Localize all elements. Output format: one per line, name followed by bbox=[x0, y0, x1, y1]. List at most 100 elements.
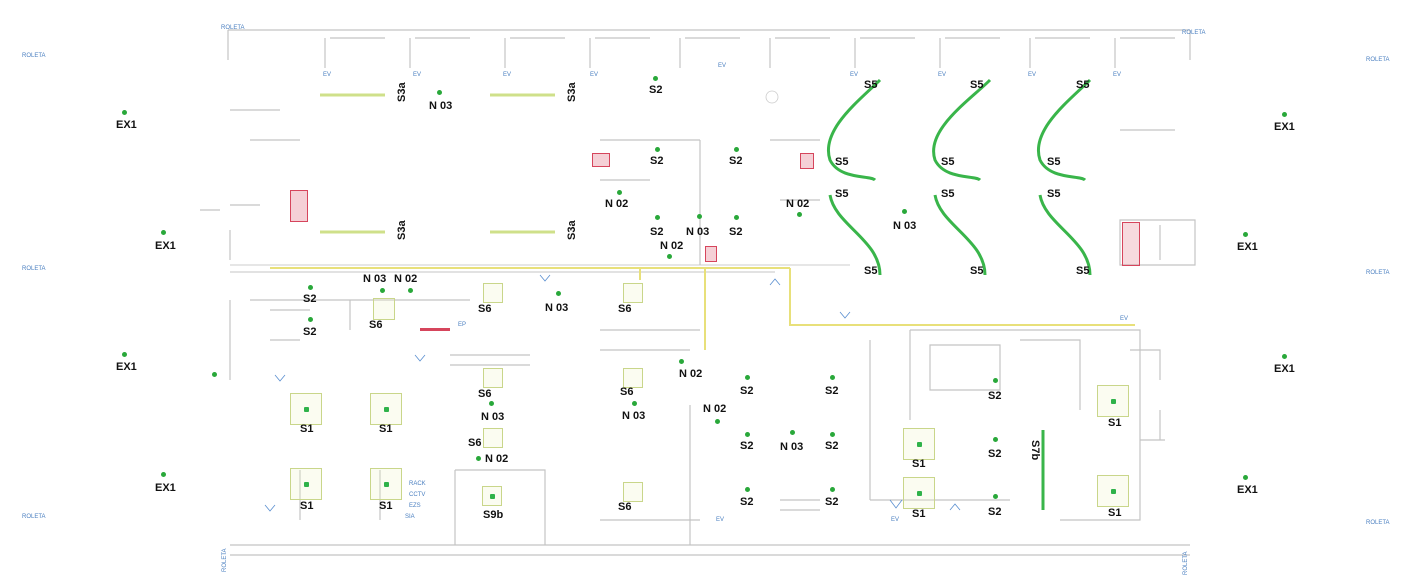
ev-label: EV bbox=[323, 72, 332, 78]
n-dot bbox=[489, 401, 494, 406]
s5-label: S5 bbox=[864, 79, 878, 91]
roleta-label: ROLETA bbox=[22, 266, 46, 272]
socket-marker bbox=[705, 246, 717, 262]
s2-label: S2 bbox=[740, 440, 754, 452]
ex1-dot bbox=[161, 472, 166, 477]
cctv-label: CCTV bbox=[409, 492, 426, 498]
n-dot bbox=[715, 419, 720, 424]
s5-label: S5 bbox=[970, 265, 984, 277]
ex1-label: EX1 bbox=[1274, 121, 1295, 133]
ex1-label: EX1 bbox=[155, 482, 176, 494]
ex1-dot bbox=[122, 352, 127, 357]
s2-dot bbox=[745, 375, 750, 380]
n-dot bbox=[667, 254, 672, 259]
n-dot bbox=[797, 212, 802, 217]
s1-label: S1 bbox=[379, 500, 393, 512]
n02-label: N 02 bbox=[703, 403, 727, 415]
ex1-label: EX1 bbox=[116, 361, 137, 373]
s6-box bbox=[623, 283, 643, 303]
n03-label: N 03 bbox=[686, 226, 710, 238]
s3a-label: S3a bbox=[396, 220, 408, 240]
s1-label: S1 bbox=[379, 423, 393, 435]
ev-label: EV bbox=[891, 517, 900, 523]
s5-curves bbox=[826, 78, 1092, 276]
s6-label: S6 bbox=[468, 437, 482, 449]
n03-label: N 03 bbox=[545, 302, 569, 314]
ev-label: EV bbox=[1120, 316, 1129, 322]
s6-box bbox=[373, 298, 395, 320]
s2-dot bbox=[745, 487, 750, 492]
s2-label: S2 bbox=[650, 226, 664, 238]
s2-label: S2 bbox=[649, 84, 663, 96]
ev-label: EV bbox=[938, 72, 947, 78]
s2-dot bbox=[653, 76, 658, 81]
roleta-label: ROLETA bbox=[22, 514, 46, 520]
ex1-label: EX1 bbox=[155, 240, 176, 252]
s6-box bbox=[623, 368, 643, 388]
s2-dot bbox=[993, 378, 998, 383]
n-dot bbox=[790, 430, 795, 435]
s3a-label: S3a bbox=[566, 82, 578, 102]
ex1-label: EX1 bbox=[1237, 241, 1258, 253]
ev-label: EV bbox=[590, 72, 599, 78]
s5-label: S5 bbox=[1076, 265, 1090, 277]
ev-label: EV bbox=[1113, 72, 1122, 78]
fixtures bbox=[264, 90, 961, 512]
s2-dot bbox=[830, 375, 835, 380]
s1-box bbox=[1097, 385, 1129, 417]
s5-label: S5 bbox=[970, 79, 984, 91]
s1-box bbox=[290, 393, 322, 425]
roleta-label: ROLETA bbox=[22, 53, 46, 59]
n03-label: N 03 bbox=[780, 441, 804, 453]
s1-box bbox=[903, 428, 935, 460]
cable-trunks bbox=[270, 93, 1135, 350]
s9b-label: S9b bbox=[483, 509, 504, 521]
n-dot bbox=[380, 288, 385, 293]
s6-label: S6 bbox=[620, 386, 634, 398]
n02-label: N 02 bbox=[605, 198, 629, 210]
n-dot bbox=[476, 456, 481, 461]
n03-label: N 03 bbox=[481, 411, 505, 423]
n03-label: N 03 bbox=[429, 100, 453, 112]
s2-dot bbox=[655, 147, 660, 152]
n02-label: N 02 bbox=[485, 453, 509, 465]
roleta-label: ROLETA bbox=[1182, 30, 1206, 36]
rack-label: RACK bbox=[409, 481, 426, 487]
s5-label: S5 bbox=[1047, 156, 1061, 168]
s6-label: S6 bbox=[478, 303, 492, 315]
s2-dot bbox=[655, 215, 660, 220]
socket-marker bbox=[592, 153, 610, 167]
s1-label: S1 bbox=[912, 458, 926, 470]
ex1-dot bbox=[1282, 354, 1287, 359]
s2-label: S2 bbox=[988, 390, 1002, 402]
s5-label: S5 bbox=[864, 265, 878, 277]
socket-marker bbox=[290, 190, 308, 222]
s6-label: S6 bbox=[478, 388, 492, 400]
s2-label: S2 bbox=[650, 155, 664, 167]
ev-label: EV bbox=[716, 517, 725, 523]
ex1-dot bbox=[122, 110, 127, 115]
n-dot bbox=[902, 209, 907, 214]
ex1-label: EX1 bbox=[1237, 484, 1258, 496]
s2-label: S2 bbox=[988, 506, 1002, 518]
s2-label: S2 bbox=[303, 293, 317, 305]
s5-label: S5 bbox=[835, 156, 849, 168]
s9b-box bbox=[482, 486, 502, 506]
s6-box bbox=[623, 482, 643, 502]
s1-label: S1 bbox=[300, 423, 314, 435]
n02-label: N 02 bbox=[786, 198, 810, 210]
n03-label: N 03 bbox=[363, 273, 387, 285]
s1-box bbox=[370, 393, 402, 425]
s2-label: S2 bbox=[988, 448, 1002, 460]
roleta-label: ROLETA bbox=[1183, 551, 1189, 575]
socket-marker bbox=[800, 153, 814, 169]
s2-label: S2 bbox=[740, 385, 754, 397]
s3a-label: S3a bbox=[396, 82, 408, 102]
s6-box bbox=[483, 283, 503, 303]
ev-label: EV bbox=[718, 63, 727, 69]
s1-box bbox=[1097, 475, 1129, 507]
ex1-dot bbox=[1243, 475, 1248, 480]
s2-dot bbox=[734, 215, 739, 220]
ex1-label: EX1 bbox=[1274, 363, 1295, 375]
